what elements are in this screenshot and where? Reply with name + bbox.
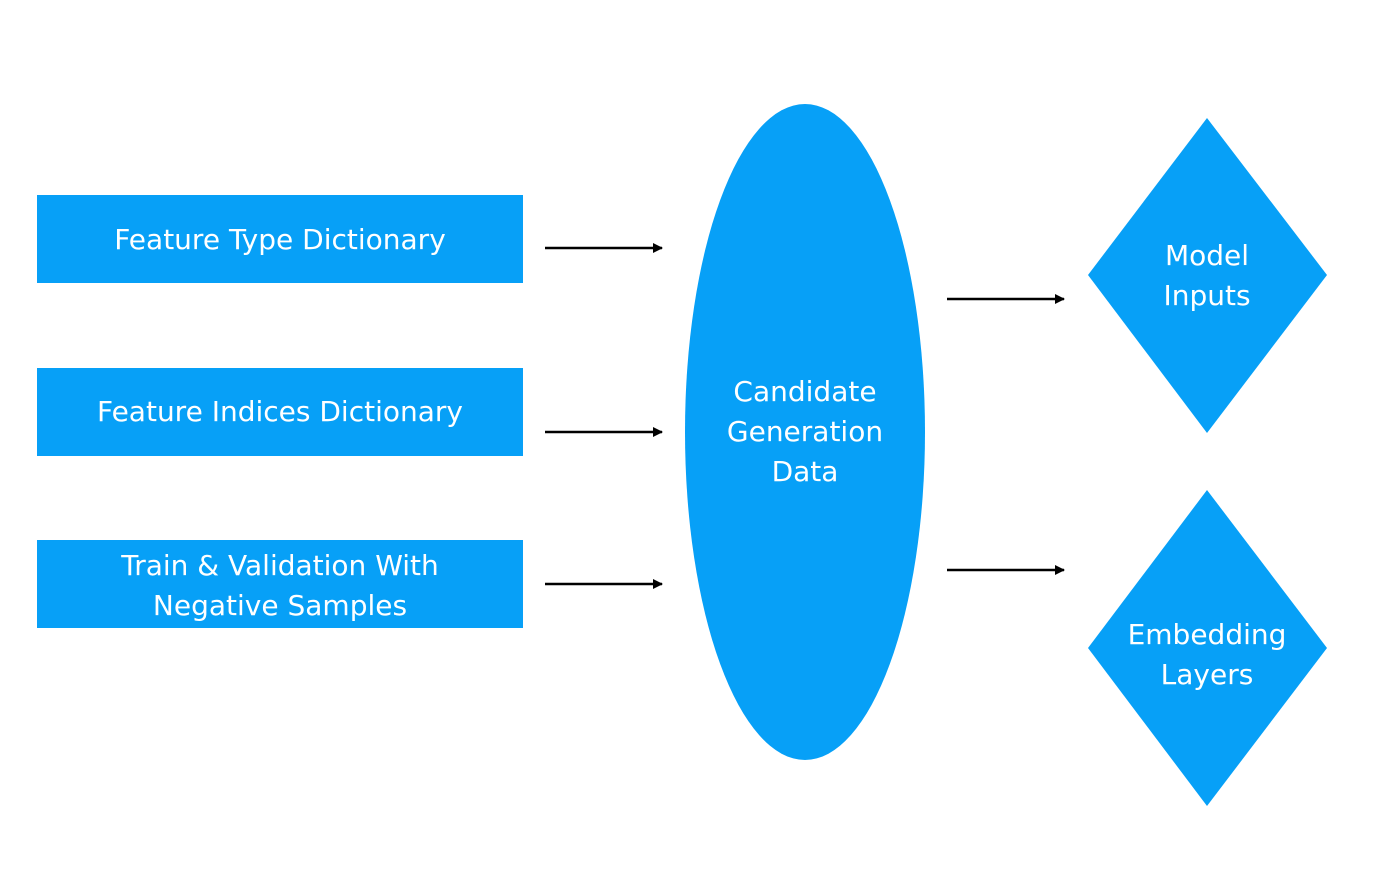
embedding-layers-diamond: [1088, 490, 1327, 806]
candidate-label-line-1: Candidate: [733, 375, 876, 408]
model-inputs-diamond: [1088, 118, 1327, 433]
embedding-layers-label-line-2: Layers: [1161, 658, 1254, 691]
embedding-layers-label-line-1: Embedding: [1128, 618, 1287, 651]
candidate-generation-ellipse: [685, 104, 925, 760]
input-label-feature-type-dictionary: Feature Type Dictionary: [114, 223, 446, 256]
input-label-train-validation-line-1: Train & Validation With: [120, 549, 439, 582]
candidate-label-line-2: Generation: [727, 415, 883, 448]
input-box-train-validation: [37, 540, 523, 628]
input-box-feature-type-dictionary: [37, 195, 523, 283]
input-box-feature-indices-dictionary: [37, 368, 523, 456]
model-inputs-label-line-2: Inputs: [1163, 279, 1250, 312]
input-label-feature-indices-dictionary: Feature Indices Dictionary: [97, 395, 463, 428]
input-label-train-validation-line-2: Negative Samples: [153, 589, 407, 622]
candidate-label-line-3: Data: [772, 455, 839, 488]
model-inputs-label-line-1: Model: [1165, 239, 1249, 272]
